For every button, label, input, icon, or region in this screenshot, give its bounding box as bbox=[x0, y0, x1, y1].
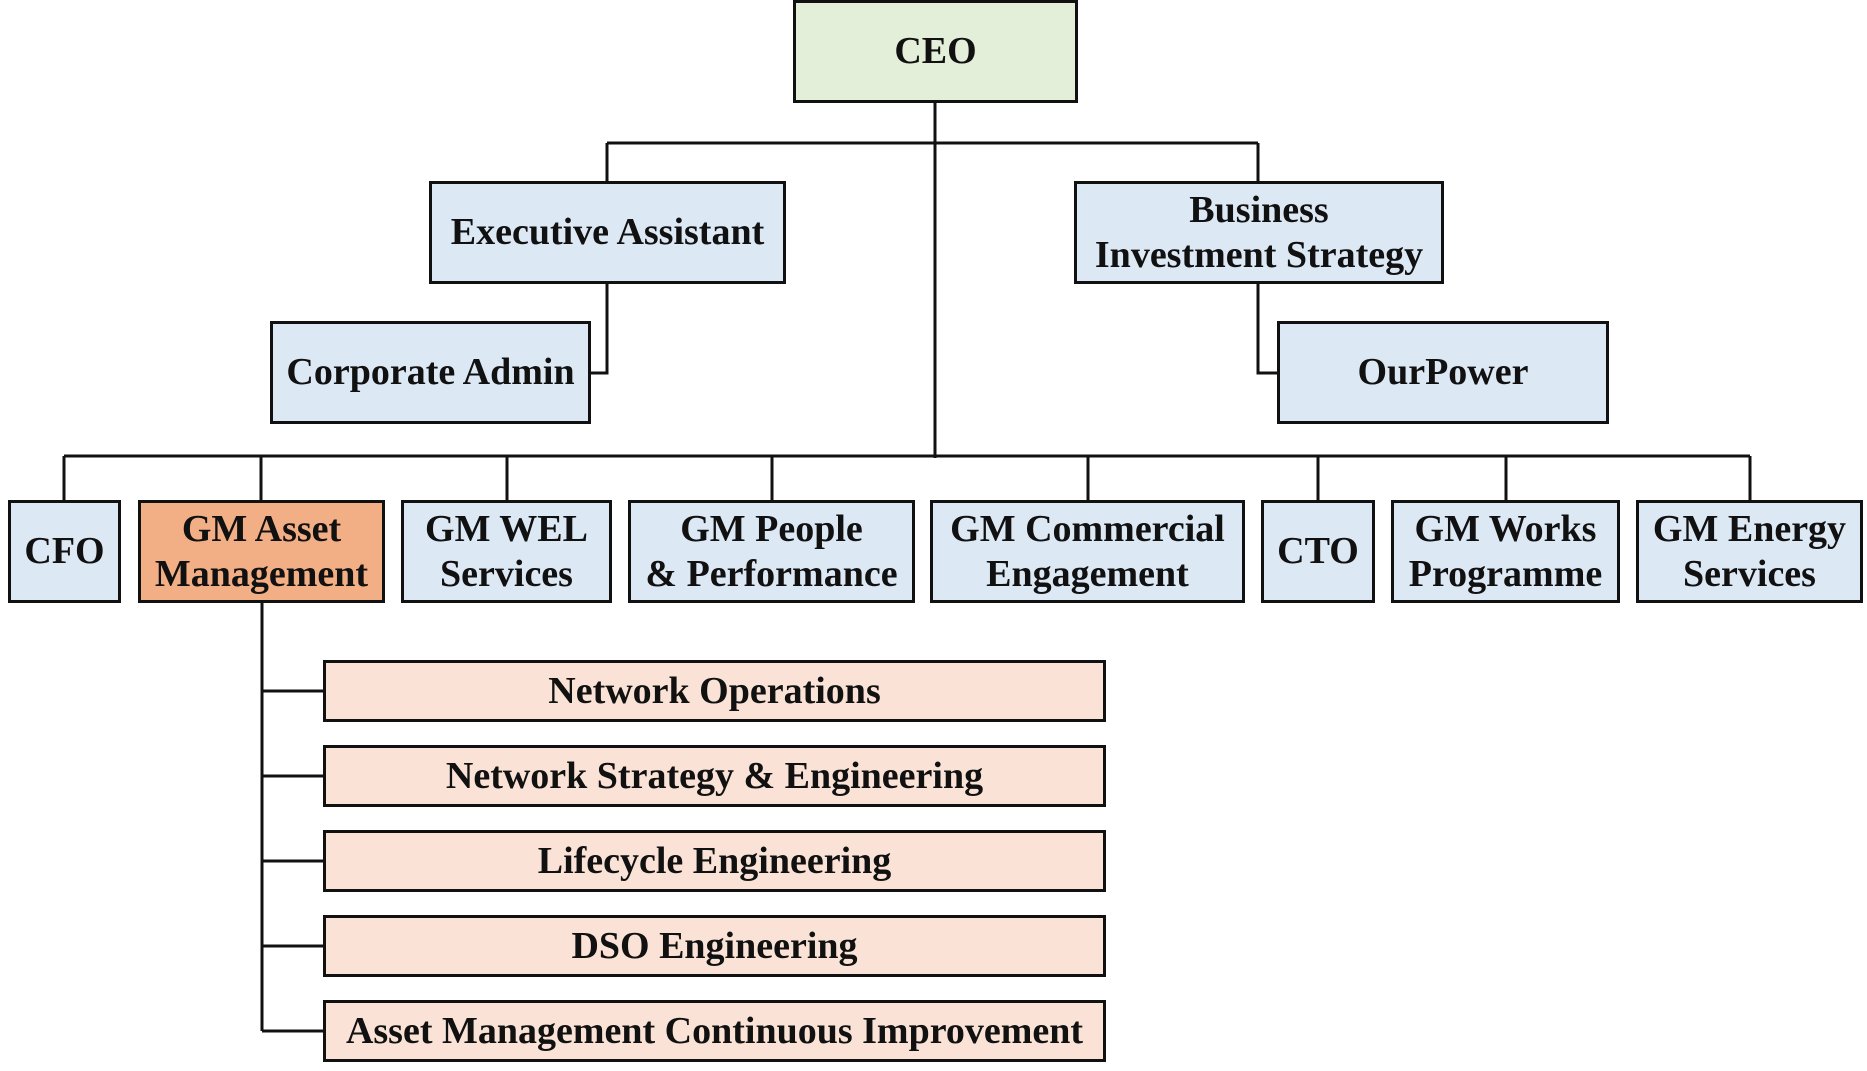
unit-label-lifecycle-engineering: Lifecycle Engineering bbox=[537, 839, 892, 882]
corporate-admin-box: Corporate Admin bbox=[270, 321, 591, 424]
unit-am-continuous-improvement: Asset Management Continuous Improvement bbox=[323, 1000, 1106, 1062]
gm-label-commercial-engagement: GM Commercial Engagement bbox=[950, 507, 1225, 595]
gm-box-cfo: CFO bbox=[8, 500, 121, 603]
gm-box-asset-management: GM Asset Management bbox=[138, 500, 385, 603]
corporate-admin-connector bbox=[589, 281, 609, 375]
unit-label-network-strategy-engineering: Network Strategy & Engineering bbox=[445, 754, 984, 797]
gm-label-asset-management: GM Asset Management bbox=[154, 507, 369, 595]
ceo-box: CEO bbox=[793, 0, 1078, 103]
ourpower-label: OurPower bbox=[1357, 351, 1529, 393]
gm-label-wel-services: GM WEL Services bbox=[425, 507, 588, 595]
gm-box-energy-services: GM Energy Services bbox=[1636, 500, 1863, 603]
gm-box-works-programme: GM Works Programme bbox=[1391, 500, 1620, 603]
unit-network-strategy-engineering: Network Strategy & Engineering bbox=[323, 745, 1106, 807]
unit-lifecycle-engineering: Lifecycle Engineering bbox=[323, 830, 1106, 892]
gm-label-energy-services: GM Energy Services bbox=[1652, 507, 1847, 595]
gm-label-cfo: CFO bbox=[24, 530, 105, 572]
gm-label-people-performance: GM People & Performance bbox=[645, 507, 898, 595]
executive-assistant-label: Executive Assistant bbox=[450, 211, 765, 253]
unit-label-network-operations: Network Operations bbox=[548, 669, 881, 712]
ourpower-box: OurPower bbox=[1277, 321, 1609, 424]
gm-box-commercial-engagement: GM Commercial Engagement bbox=[930, 500, 1245, 603]
unit-dso-engineering: DSO Engineering bbox=[323, 915, 1106, 977]
unit-network-operations: Network Operations bbox=[323, 660, 1106, 722]
gm-label-works-programme: GM Works Programme bbox=[1408, 507, 1603, 595]
corporate-admin-label: Corporate Admin bbox=[286, 351, 575, 393]
ceo-label: CEO bbox=[894, 30, 977, 72]
unit-label-am-continuous-improvement: Asset Management Continuous Improvement bbox=[345, 1009, 1084, 1052]
business-investment-label: Business Investment Strategy bbox=[1094, 188, 1424, 276]
gm-box-people-performance: GM People & Performance bbox=[628, 500, 915, 603]
gm-box-wel-services: GM WEL Services bbox=[401, 500, 612, 603]
business-investment-box: Business Investment Strategy bbox=[1074, 181, 1444, 284]
ourpower-connector bbox=[1256, 281, 1278, 375]
unit-label-dso-engineering: DSO Engineering bbox=[571, 924, 858, 967]
gm-box-cto: CTO bbox=[1261, 500, 1375, 603]
gm-label-cto: CTO bbox=[1277, 530, 1359, 572]
executive-assistant-box: Executive Assistant bbox=[429, 181, 786, 284]
